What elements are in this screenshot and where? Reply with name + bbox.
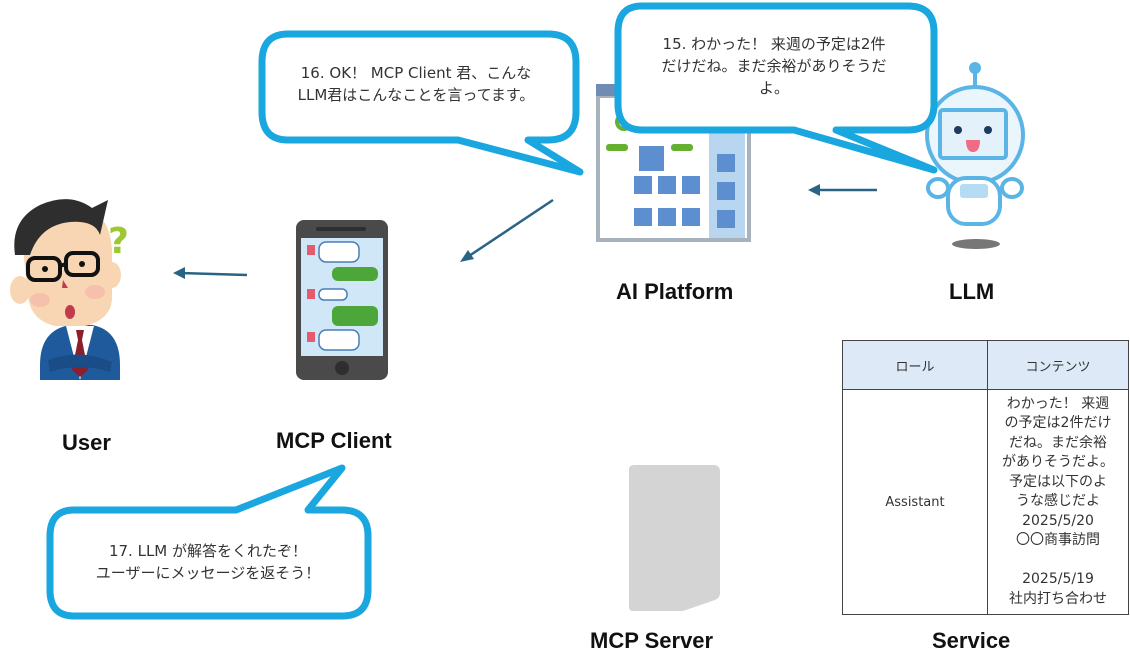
arrow-client-to-user-head [173,267,185,279]
table-header-row: ロール コンテンツ [842,340,1129,390]
mcp-server-illustration [629,465,720,611]
cell-role: Assistant [842,389,988,615]
label-ai-platform: AI Platform [616,279,734,304]
table-row: Assistant わかった！ 来週 の予定は2件だけ だね。まだ余裕 がありそ… [842,389,1129,615]
arrow-client-to-user [179,271,248,277]
arrow-llm-to-platform-head [808,184,820,196]
arrow-platform-to-client-head [460,250,474,262]
user-illustration: ? [10,199,129,380]
bubble-15-shape [614,2,938,174]
cell-content: わかった！ 来週 の予定は2件だけ だね。まだ余裕 がありそうだよ。 予定は以下… [987,389,1129,615]
label-mcp-server: MCP Server [590,628,714,653]
label-mcp-client: MCP Client [276,428,392,453]
svg-text:?: ? [108,221,129,262]
phone-illustration [296,220,388,380]
label-service: Service [932,628,1011,653]
bubble-17-text: 17. LLM が解答をくれたぞ！ ユーザーにメッセージを返そう！ [95,542,321,582]
header-role: ロール [842,340,988,390]
context-table: ロール コンテンツ Assistant わかった！ 来週 の予定は2件だけ だね… [842,340,1129,615]
bubble-16-shape [258,30,584,176]
header-content: コンテンツ [987,340,1129,390]
label-llm: LLM [949,279,995,304]
bubble-16-text: 16. OK！ MCP Client 君、こんな LLM君はこんなことを言ってま… [297,64,535,104]
llm-robot-illustration [925,62,1025,249]
label-user: User [62,430,111,455]
bubble-15-text: 15. わかった！ 来週の予定は2件 だけだね。まだ余裕がありそうだ よ。 [661,35,887,97]
bubble-17-shape [46,464,372,620]
arrow-platform-to-client [465,198,554,260]
